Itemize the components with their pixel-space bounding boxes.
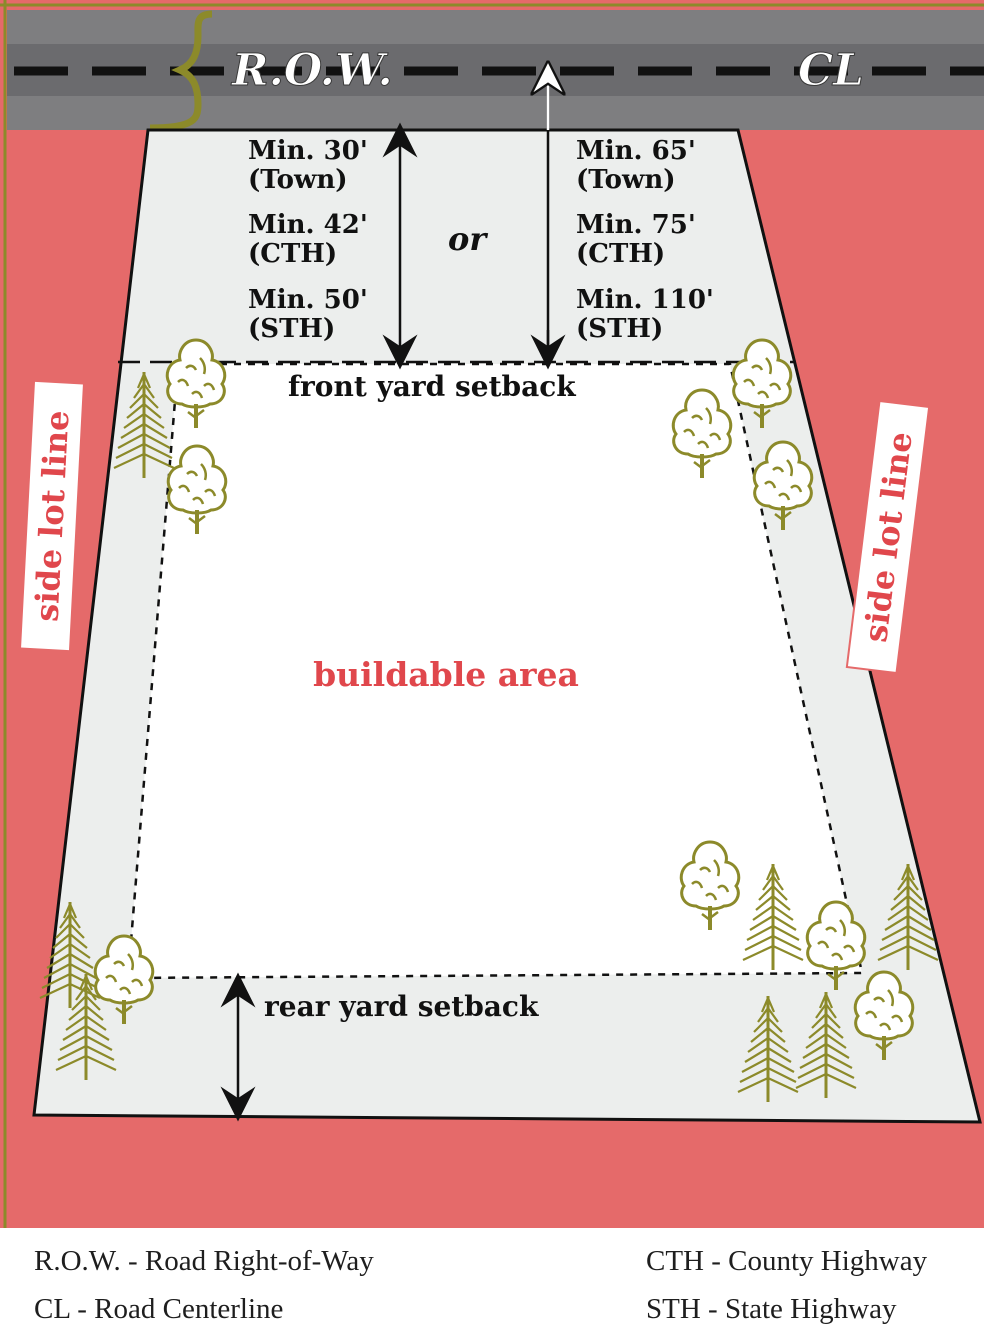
legend-row-abbreviation: R.O.W. - Road Right-of-Way [34, 1245, 374, 1277]
buildable-area-label: buildable area [313, 655, 579, 694]
town-min-1: Min. 30' [248, 136, 368, 166]
legend-cl-abbreviation: CL - Road Centerline [34, 1293, 284, 1325]
cl-label: CL [798, 45, 864, 96]
cl-min-2: Min. 75' [576, 210, 696, 240]
town-type-2: (CTH) [248, 239, 337, 269]
town-min-3: Min. 50' [248, 285, 368, 315]
front-yard-setback-label: front yard setback [288, 370, 576, 403]
cl-min-1: Min. 65' [576, 136, 696, 166]
cl-type-2: (CTH) [576, 239, 665, 269]
town-type-1: (Town) [248, 165, 348, 195]
or-label: or [448, 220, 488, 258]
town-type-3: (STH) [248, 314, 335, 344]
legend-sth-abbreviation: STH - State Highway [646, 1293, 897, 1325]
cl-type-3: (STH) [576, 314, 663, 344]
side-lot-line-left: side lot line [18, 379, 86, 653]
row-brace [149, 10, 213, 132]
town-min-2: Min. 42' [248, 210, 368, 240]
cl-type-1: (Town) [576, 165, 676, 195]
cl-min-3: Min. 110' [576, 285, 714, 315]
rear-yard-setback-label: rear yard setback [264, 990, 539, 1023]
row-label: R.O.W. [230, 45, 393, 96]
road-shoulder-top [7, 10, 984, 44]
legend-cth-abbreviation: CTH - County Highway [646, 1245, 928, 1277]
